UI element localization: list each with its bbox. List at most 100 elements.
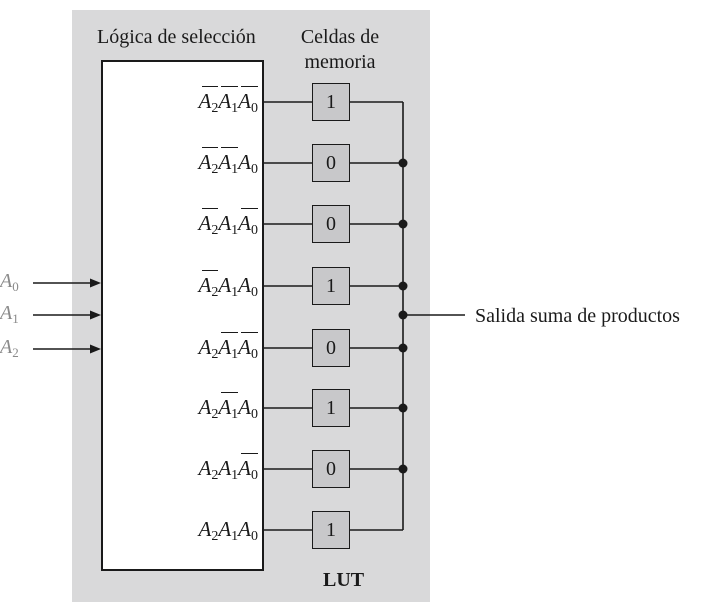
variable-subscript: 2 [211,162,219,177]
memory-cell: 1 [312,267,350,305]
input-label: A0 [0,270,19,295]
memory-cell: 1 [312,389,350,427]
variable-subscript: 1 [231,529,239,544]
minterm-variable: A0 [238,208,258,239]
variable-letter: A [198,517,212,541]
minterm-variable: A0 [238,517,258,545]
variable-subscript: 1 [231,162,239,177]
input-letter: A [0,302,13,324]
minterm-variable: A1 [218,392,239,423]
minterm-label: A2A1A0 [150,208,258,239]
variable-letter: A [198,89,212,113]
variable-letter: A [218,456,232,480]
minterm-variable: A0 [238,86,258,117]
variable-letter: A [238,395,251,419]
variable-letter: A [198,395,212,419]
minterm-variable: A1 [218,211,238,239]
variable-subscript: 1 [231,407,239,422]
variable-letter: A [218,335,232,359]
memory-cells-label-line1: Celdas de [300,26,380,48]
variable-subscript: 2 [211,101,219,116]
variable-subscript: 0 [251,468,258,483]
variable-letter: A [218,273,232,297]
minterm-label: A2A1A0 [150,147,258,178]
minterm-variable: A2 [199,335,219,363]
input-arrow [90,278,101,288]
minterm-variable: A2 [198,208,219,239]
variable-letter: A [198,335,212,359]
input-subscript: 1 [12,311,19,326]
variable-subscript: 1 [231,347,239,362]
variable-letter: A [238,335,251,359]
variable-letter: A [198,211,212,235]
minterm-label: A2A1A0 [150,453,258,484]
variable-subscript: 0 [251,529,258,544]
variable-letter: A [238,456,251,480]
memory-cells-label-line2: memoria [304,51,376,73]
minterm-variable: A0 [238,332,258,363]
variable-subscript: 1 [231,468,239,483]
variable-subscript: 1 [231,101,239,116]
selection-logic-box [101,60,264,571]
minterm-variable: A1 [218,86,239,117]
memory-cell: 0 [312,450,350,488]
variable-subscript: 0 [251,101,258,116]
variable-subscript: 1 [231,285,239,300]
variable-subscript: 0 [251,347,258,362]
input-arrow [90,310,101,320]
minterm-variable: A1 [218,517,238,545]
selection-logic-label: Lógica de selección [97,26,256,48]
variable-letter: A [198,273,212,297]
minterm-variable: A2 [198,147,219,178]
variable-subscript: 2 [211,529,219,544]
minterm-variable: A2 [199,456,219,484]
variable-subscript: 2 [211,347,219,362]
input-letter: A [0,270,13,292]
lut-label: LUT [323,569,365,591]
input-arrow [90,344,101,354]
variable-subscript: 0 [251,285,258,300]
variable-subscript: 2 [211,407,219,422]
variable-subscript: 2 [211,223,219,238]
memory-cell: 1 [312,83,350,121]
variable-subscript: 2 [211,468,219,483]
variable-letter: A [198,150,212,174]
variable-letter: A [218,150,232,174]
memory-cell: 0 [312,144,350,182]
memory-cell: 0 [312,205,350,243]
variable-letter: A [218,395,232,419]
variable-letter: A [238,89,251,113]
input-letter: A [0,336,13,358]
variable-subscript: 0 [251,162,258,177]
input-subscript: 2 [12,345,19,360]
variable-letter: A [238,517,251,541]
minterm-label: A2A1A0 [150,332,258,363]
minterm-variable: A2 [198,270,218,301]
minterm-label: A2A1A0 [150,270,258,301]
minterm-variable: A0 [238,150,258,178]
variable-subscript: 0 [251,407,258,422]
variable-letter: A [218,211,232,235]
variable-letter: A [218,89,232,113]
minterm-variable: A1 [218,332,239,363]
variable-letter: A [238,211,251,235]
memory-cell: 0 [312,329,350,367]
minterm-variable: A2 [199,517,219,545]
minterm-variable: A2 [198,86,219,117]
minterm-label: A2A1A0 [150,392,258,423]
memory-cell: 1 [312,511,350,549]
variable-letter: A [238,273,251,297]
variable-subscript: 1 [231,223,239,238]
output-label: Salida suma de productos [475,305,680,327]
minterm-variable: A1 [218,456,238,484]
variable-letter: A [218,517,232,541]
minterm-label: A2A1A0 [150,86,258,117]
input-label: A2 [0,336,19,361]
input-subscript: 0 [12,279,19,294]
minterm-variable: A0 [238,453,258,484]
minterm-label: A2A1A0 [150,517,258,545]
minterm-variable: A0 [238,395,258,423]
variable-letter: A [238,150,251,174]
junction-dot [398,310,408,320]
